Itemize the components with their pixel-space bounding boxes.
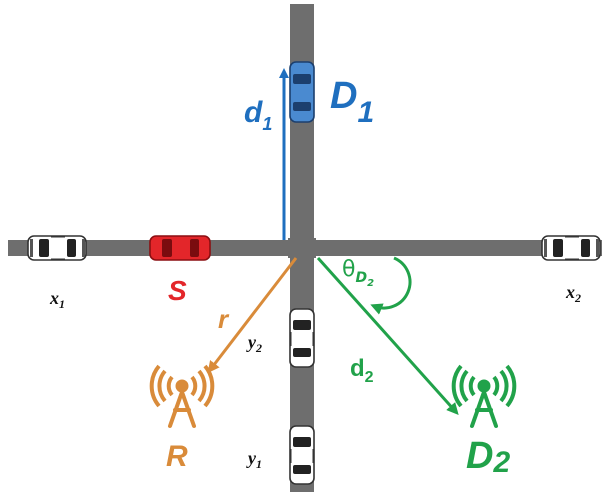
label-S: S	[168, 275, 187, 306]
theta-arc	[370, 256, 412, 315]
antenna-icon-D2	[451, 364, 517, 428]
car-icon-x1	[27, 235, 87, 261]
label-d1: d1	[244, 96, 272, 134]
arrow-d2	[316, 256, 459, 415]
label-d2: d2	[350, 355, 374, 386]
car-icon-source	[149, 235, 211, 261]
car-icon-y1	[289, 425, 315, 485]
car-icon-x2	[541, 235, 601, 261]
label-x1: x1	[49, 288, 65, 311]
label-D2: D2	[466, 435, 510, 479]
antenna-icon-R	[149, 364, 215, 428]
label-theta: θD2	[342, 257, 374, 289]
car-icon-D1	[289, 61, 315, 123]
car-icon-y2	[289, 308, 315, 368]
intersection	[288, 238, 316, 258]
label-R: R	[166, 440, 188, 473]
label-r: r	[218, 304, 230, 334]
label-y2: y2	[246, 332, 262, 355]
label-x2: x2	[565, 282, 581, 305]
arrow-r	[207, 257, 298, 374]
label-y1: y1	[246, 448, 262, 471]
label-D1: D1	[330, 75, 374, 129]
